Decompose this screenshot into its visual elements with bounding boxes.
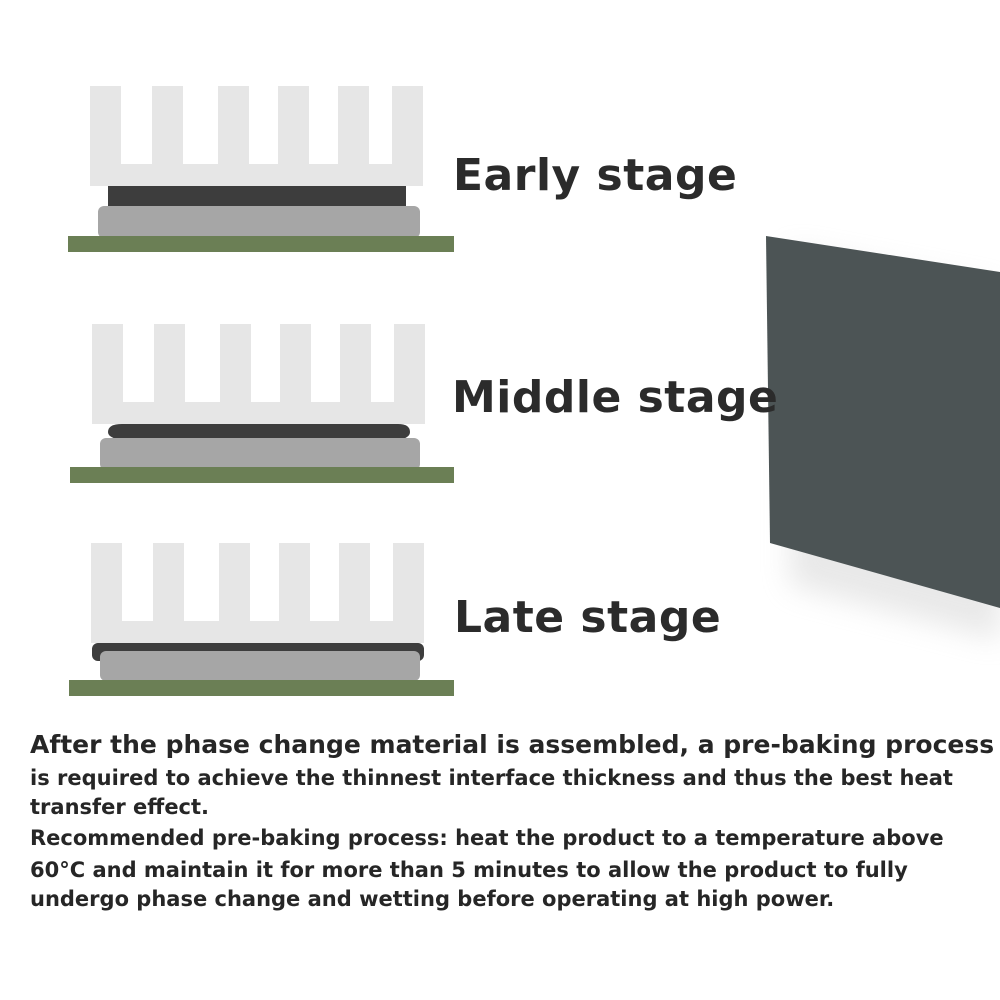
pcm-layer xyxy=(108,186,406,206)
early-stage-label: Early stage xyxy=(453,150,738,201)
pcb xyxy=(68,236,454,252)
description-line-1: After the phase change material is assem… xyxy=(30,730,995,759)
heatsink xyxy=(91,543,424,643)
description-line-2: is required to achieve the thinnest inte… xyxy=(30,766,953,790)
chip xyxy=(100,651,420,681)
description-line-5: 60°C and maintain it for more than 5 min… xyxy=(30,858,908,882)
heatsink xyxy=(90,86,423,186)
description-line-6: undergo phase change and wetting before … xyxy=(30,887,835,911)
late-stage-label: Late stage xyxy=(454,592,722,643)
chip xyxy=(98,206,420,238)
pcb xyxy=(70,467,454,483)
early-stage-assembly xyxy=(68,86,454,252)
pcb xyxy=(69,680,454,696)
pcm-layer xyxy=(108,424,410,440)
phase-change-pad-sample xyxy=(766,236,1000,640)
description-line-3: transfer effect. xyxy=(30,795,210,819)
pcm-stages-diagram xyxy=(68,86,1000,696)
middle-stage-label: Middle stage xyxy=(452,372,779,423)
late-stage-assembly xyxy=(69,543,454,696)
chip xyxy=(100,438,420,470)
heatsink xyxy=(92,324,425,424)
description-line-4: Recommended pre-baking process: heat the… xyxy=(30,826,944,850)
middle-stage-assembly xyxy=(70,324,454,483)
